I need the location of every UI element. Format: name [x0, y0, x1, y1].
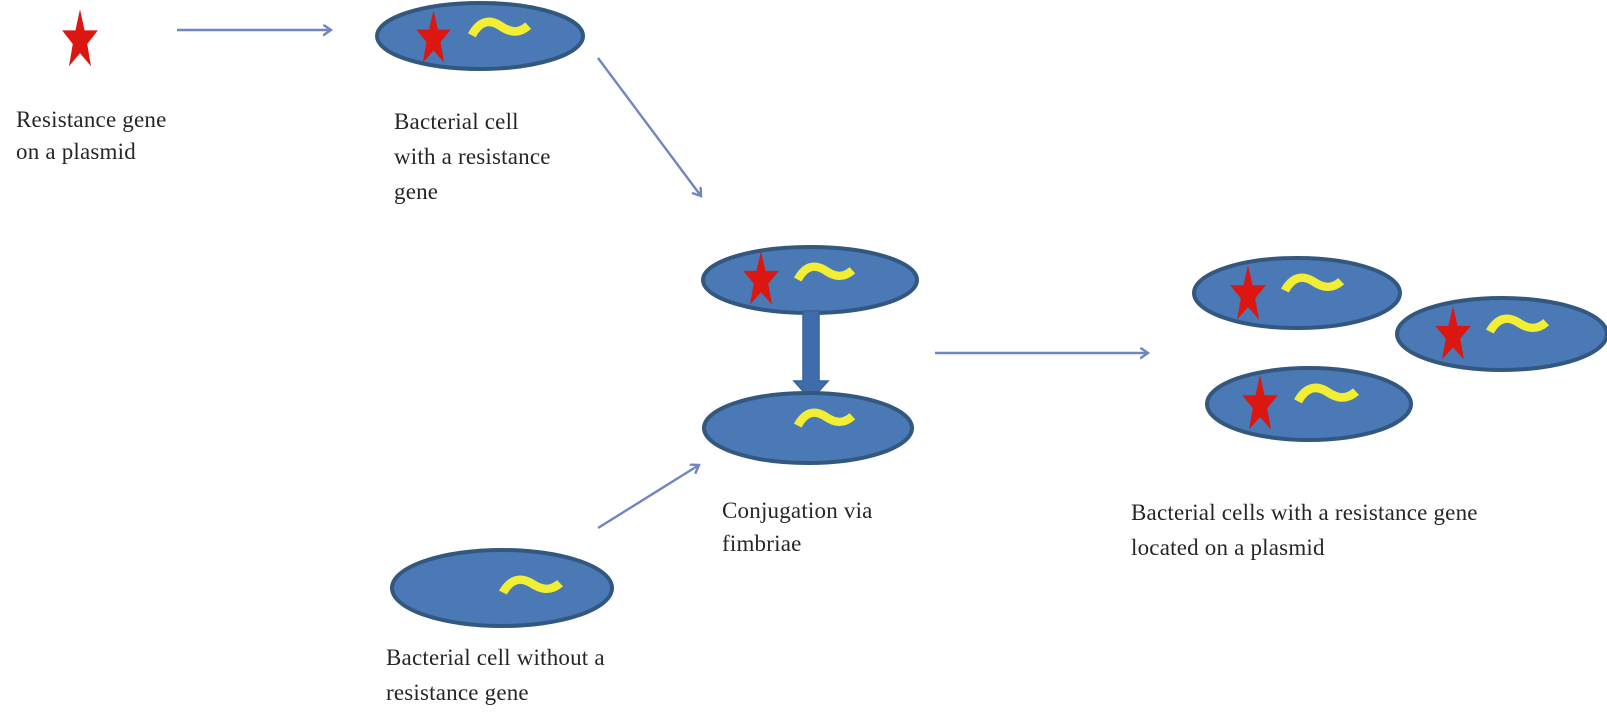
label-line: Bacterial cell	[394, 109, 519, 134]
label-line: Bacterial cells with a resistance gene	[1131, 500, 1478, 525]
result-cell-top	[1192, 256, 1402, 330]
donor-cell-conjugating	[701, 245, 919, 315]
conjugation-transfer-arrow	[792, 310, 830, 402]
label-line: fimbriae	[722, 531, 802, 556]
label-line: with a resistance	[394, 144, 551, 169]
bacterial-cell-ellipse	[1205, 366, 1413, 442]
bacterial-cell-ellipse	[1192, 256, 1402, 330]
label-line: resistance gene	[386, 680, 529, 705]
label-line: Bacterial cell without a	[386, 645, 605, 670]
label-cell-without-resistance-gene: Bacterial cell without a resistance gene	[386, 640, 605, 710]
label-cells-with-resistance-gene: Bacterial cells with a resistance gene l…	[1131, 495, 1478, 565]
bacterial-cell-ellipse	[375, 1, 585, 71]
label-line: located on a plasmid	[1131, 535, 1325, 560]
label-line: gene	[394, 179, 439, 204]
label-line: on a plasmid	[16, 139, 136, 164]
label-cell-with-resistance-gene: Bacterial cell with a resistance gene	[394, 104, 551, 209]
arrow-cell-to-conjugation	[597, 57, 701, 196]
bacterial-cell-ellipse	[702, 391, 914, 465]
bacterial-cell-ellipse	[701, 245, 919, 315]
bacterial-cell-ellipse	[1395, 296, 1607, 372]
resistance-gene-star-icon	[62, 9, 98, 67]
bacterial-cell-without-resistance-gene	[390, 548, 614, 628]
recipient-cell-conjugating	[702, 391, 914, 465]
bacterial-cell-with-resistance-gene	[375, 1, 585, 71]
label-line: Resistance gene	[16, 107, 167, 132]
label-conjugation-via-fimbriae: Conjugation via fimbriae	[722, 494, 873, 560]
label-line: Conjugation via	[722, 498, 873, 523]
result-cell-bottom	[1205, 366, 1413, 442]
arrow-cell-to-conjugation-2	[597, 465, 699, 530]
result-cell-right	[1395, 296, 1607, 372]
label-resistance-gene: Resistance gene on a plasmid	[16, 104, 167, 168]
